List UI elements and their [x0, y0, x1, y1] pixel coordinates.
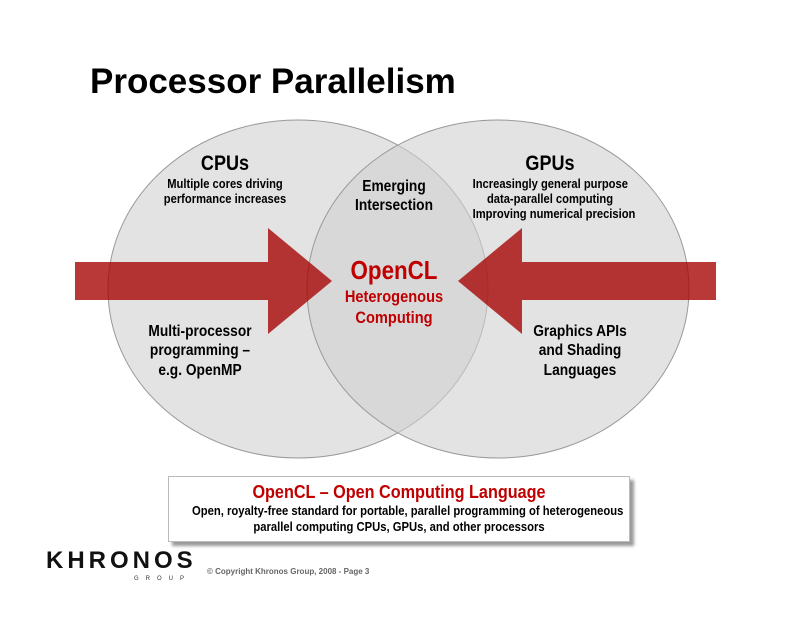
right-arrow	[458, 228, 716, 334]
cpu-heading: CPUs	[200, 152, 250, 175]
copyright: © Copyright Khronos Group, 2008 - Page 3	[207, 567, 370, 576]
khronos-logo-sub: GROUP	[134, 576, 192, 582]
intersection-label-1: Emerging	[362, 178, 426, 195]
cpu-bottom-3: e.g. OpenMP	[158, 362, 242, 379]
gpu-bottom-2: and Shading	[538, 342, 622, 359]
cpu-desc-2: performance increases	[163, 191, 287, 206]
intersection-label-2: Intersection	[355, 197, 433, 214]
cpu-desc-1: Multiple cores driving	[167, 176, 283, 191]
gpu-heading: GPUs	[525, 152, 575, 175]
gpu-bottom-1: Graphics APIs	[533, 323, 627, 340]
gpu-desc-3: Improving numerical precision	[472, 206, 636, 221]
cpu-bottom-1: Multi-processor	[148, 323, 252, 340]
callout-title: OpenCL – Open Computing Language	[252, 482, 546, 502]
heterogenous-label-2: Computing	[355, 308, 433, 327]
khronos-logo: KHRONOS	[46, 547, 197, 574]
gpu-desc-2: data-parallel computing	[486, 191, 614, 206]
callout-body-2: parallel computing CPUs, GPUs, and other…	[253, 520, 545, 534]
slide-title: Processor Parallelism	[90, 62, 456, 101]
opencl-callout: OpenCL – Open Computing Language Open, r…	[168, 476, 630, 542]
heterogenous-label-1: Heterogenous	[344, 287, 444, 306]
opencl-label: OpenCL	[350, 255, 438, 285]
gpu-desc-1: Increasingly general purpose	[472, 176, 628, 191]
left-arrow	[75, 228, 332, 334]
cpu-bottom-2: programming –	[149, 342, 251, 359]
callout-body-1: Open, royalty-free standard for portable…	[192, 504, 624, 518]
gpu-bottom-3: Languages	[543, 362, 617, 379]
